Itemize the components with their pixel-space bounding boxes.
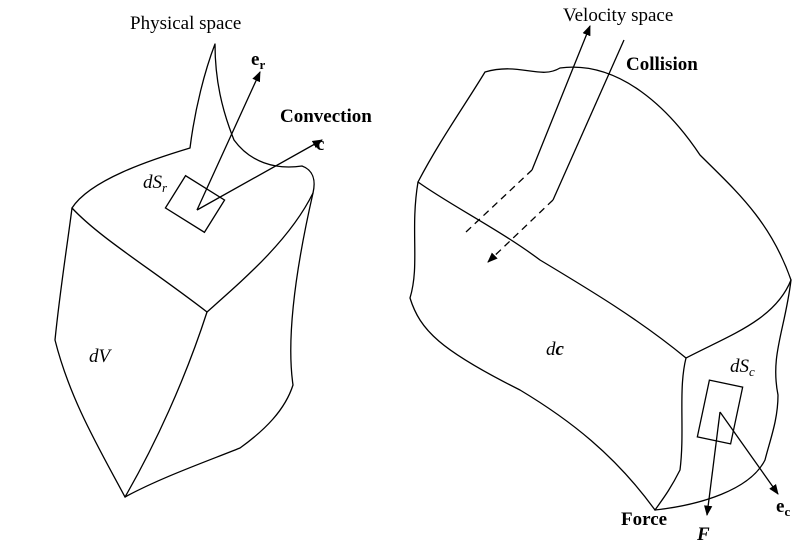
velocity-volume-left-edge — [409, 181, 656, 511]
dc-label: dc — [546, 339, 565, 360]
c-label: c — [316, 134, 324, 155]
physical-volume-front-edge — [54, 207, 126, 498]
convection-c-arrow — [196, 139, 323, 211]
velocity-space-panel: Velocity space Collision dc dSc Force F … — [409, 5, 792, 544]
velocity-surface-element — [696, 379, 744, 445]
physical-space-title: Physical space — [130, 13, 241, 34]
velocity-volume-top-face — [417, 66, 792, 359]
dV-label: dV — [89, 346, 113, 367]
er-arrow — [196, 71, 261, 211]
collision-incoming-line — [552, 39, 625, 201]
velocity-space-title: Velocity space — [563, 5, 673, 26]
physical-volume-middle-edge — [124, 311, 208, 498]
collision-outgoing-arrow — [531, 25, 591, 171]
collision-label: Collision — [626, 54, 698, 75]
physical-space-panel: Physical space er Convection c dSr dV — [54, 13, 372, 498]
ec-label: ec — [776, 496, 790, 519]
dSr-label: dSr — [143, 172, 168, 195]
physical-surface-element — [164, 174, 226, 234]
convection-label: Convection — [280, 106, 372, 127]
collision-outgoing-dashed — [465, 169, 533, 233]
ec-arrow — [719, 411, 779, 495]
physical-volume-right-edge — [124, 192, 314, 498]
physical-volume-top-face — [71, 43, 315, 313]
force-label: Force — [621, 509, 667, 530]
F-label: F — [696, 524, 710, 544]
er-label: er — [251, 49, 265, 72]
dSc-label: dSc — [730, 356, 755, 379]
collision-incoming-dashed — [487, 199, 554, 263]
velocity-volume-right-edge — [654, 279, 792, 511]
velocity-volume-inner-edge — [654, 357, 687, 511]
force-F-arrow — [704, 411, 721, 517]
